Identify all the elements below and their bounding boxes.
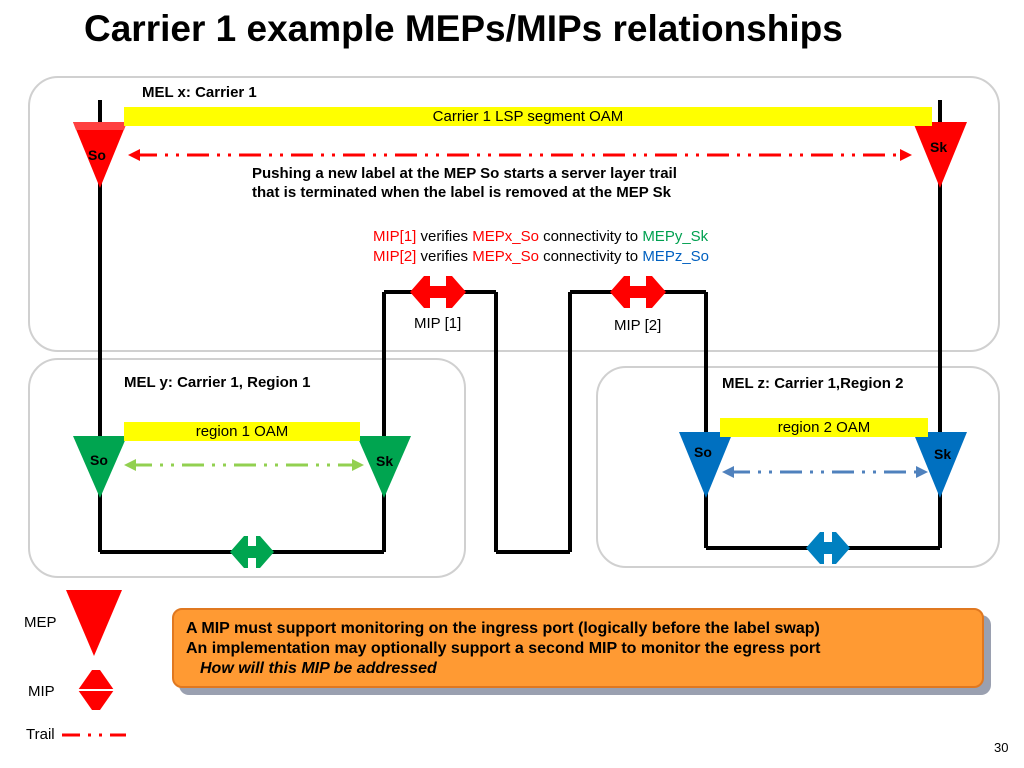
mep-z-so-icon <box>679 432 733 498</box>
mip-2-icon <box>610 276 666 308</box>
mel-z-label: MEL z: Carrier 1,Region 2 <box>722 375 904 392</box>
mip-2-label: MIP [2] <box>614 317 662 334</box>
mel-z-so-label: So <box>694 444 712 460</box>
verify2-src: MEPx_So <box>472 248 539 265</box>
mep-y-sk-icon <box>357 436 411 498</box>
legend-mip-icon <box>78 670 114 710</box>
mel-x-region <box>28 76 1000 352</box>
mel-y-sk-label: Sk <box>376 453 394 469</box>
mel-x-label: MEL x: Carrier 1 <box>142 84 257 101</box>
legend-mep-icon <box>66 590 122 656</box>
mel-x-trail <box>128 149 912 161</box>
mip-1-icon <box>410 276 466 308</box>
mip2-verify-text: MIP[2] verifies MEPx_So connectivity to … <box>373 248 709 265</box>
verify1-mip: MIP[1] <box>373 228 417 245</box>
mel-z-trail <box>722 466 928 478</box>
mel-y-region <box>28 358 466 578</box>
verify2-verb: verifies <box>416 248 473 265</box>
mel-z-sk-label: Sk <box>934 446 952 462</box>
legend-trail-label: Trail <box>26 726 55 743</box>
callout-box: A MIP must support monitoring on the ing… <box>172 608 984 688</box>
callout-line3: How will this MIP be addressed <box>200 660 437 677</box>
mip-1-label: MIP [1] <box>414 315 462 332</box>
mel-z-region <box>596 366 1000 568</box>
mel-x-oam-bar: Carrier 1 LSP segment OAM <box>124 107 932 126</box>
mep-z-sk-icon <box>913 432 967 498</box>
mel-x-note-line1: Pushing a new label at the MEP So starts… <box>252 165 677 182</box>
verify1-verb: verifies <box>416 228 473 245</box>
mep-y-so-icon <box>73 436 127 498</box>
mel-x-so-label: So <box>88 147 106 163</box>
mep-x-sk-icon <box>913 122 967 188</box>
callout-line2: An implementation may optionally support… <box>186 640 821 657</box>
mel-y-so-label: So <box>90 452 108 468</box>
legend-mip-label: MIP <box>28 683 55 700</box>
verify2-dst: MEPz_So <box>642 248 710 265</box>
verify1-mid: connectivity to <box>538 228 643 245</box>
page-title: Carrier 1 example MEPs/MIPs relationship… <box>84 8 843 49</box>
mep-x-so-icon <box>73 122 127 188</box>
legend-mep-label: MEP <box>24 614 57 631</box>
verify2-mip: MIP[2] <box>373 248 417 265</box>
callout-line1: A MIP must support monitoring on the ing… <box>186 620 820 637</box>
mip-z-icon <box>806 532 850 564</box>
mip-y-icon <box>230 536 274 568</box>
mel-x-note: Pushing a new label at the MEP So starts… <box>252 164 677 202</box>
mel-z-oam-bar: region 2 OAM <box>720 418 928 437</box>
verify2-mid: connectivity to <box>538 248 643 265</box>
verify1-dst: MEPy_Sk <box>642 228 709 245</box>
verify1-src: MEPx_So <box>472 228 539 245</box>
mel-x-sk-label: Sk <box>930 139 948 155</box>
mip1-verify-text: MIP[1] verifies MEPx_So connectivity to … <box>373 228 708 245</box>
mel-x-note-line2: that is terminated when the label is rem… <box>252 184 672 201</box>
mel-y-label: MEL y: Carrier 1, Region 1 <box>124 374 311 391</box>
mel-y-trail <box>124 459 364 471</box>
mel-y-oam-bar: region 1 OAM <box>124 422 360 441</box>
page-number: 30 <box>994 740 1009 755</box>
